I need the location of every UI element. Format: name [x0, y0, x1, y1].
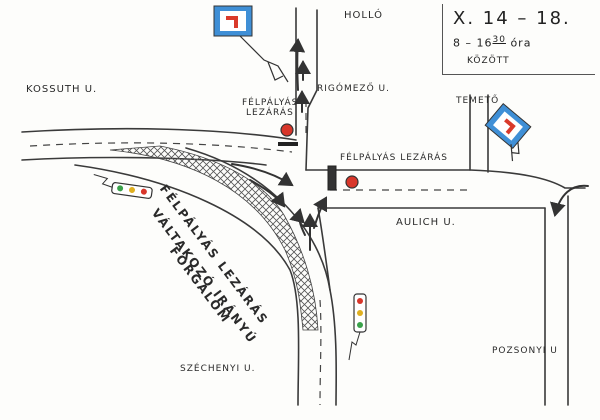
note-date: X. 14 – 18.: [453, 8, 571, 29]
arrow-icon: [289, 208, 306, 236]
szechenyi-east-inner: [317, 207, 331, 291]
arrow-icon: [249, 179, 286, 208]
traffic-light-icon: [93, 174, 153, 199]
closure-label-east: FÉLPÁLYÁS LEZÁRÁS: [340, 153, 449, 163]
lane-markings: [29, 100, 470, 406]
arrow-icon: [550, 184, 589, 217]
note-between: KÖZÖTT: [467, 56, 510, 66]
street-label-szechenyi: SZÉCHENYI U.: [180, 364, 256, 374]
aulich-north-edge: [305, 169, 586, 189]
arrow-icon: [289, 38, 306, 91]
closure-label-north-1: FÉLPÁLYÁS: [242, 98, 299, 108]
schedule-note: X. 14 – 18. 8 – 1630 óra KÖZÖTT: [442, 4, 595, 75]
kossuth-north-edge: [21, 127, 297, 141]
street-label-hollo: HOLLÓ: [344, 10, 384, 21]
road-edges: [21, 7, 586, 406]
no-entry-sign-icon: [484, 103, 532, 162]
szechenyi-west-edge: [74, 164, 300, 406]
note-time-min: 30: [492, 35, 506, 45]
note-time-from: 8 – 16: [453, 36, 493, 50]
street-label-pozsonyi: POZSONYI U: [492, 346, 558, 356]
arrow-icon: [313, 196, 327, 229]
closure-label-north-2: LEZÁRÁS: [246, 108, 294, 118]
traffic-light-icon: [348, 293, 367, 361]
szechenyi-east-edge: [185, 147, 338, 406]
arrow-icon: [231, 163, 294, 187]
traffic-light-icon: [278, 123, 298, 146]
street-label-aulich: AULICH U.: [396, 217, 456, 228]
street-label-kossuth: KOSSUTH U.: [26, 84, 98, 95]
note-time-unit: óra: [510, 36, 532, 50]
hollo-east-edge: [305, 9, 318, 171]
street-label-rigomezo: RIGÓMEZŐ U.: [317, 84, 390, 94]
no-entry-sign-icon: [213, 5, 289, 83]
street-label-temeto: TEMETŐ: [456, 96, 500, 106]
traffic-arrows: [231, 38, 589, 251]
traffic-light-icon: [327, 165, 359, 191]
note-time: 8 – 1630 óra: [453, 35, 531, 50]
